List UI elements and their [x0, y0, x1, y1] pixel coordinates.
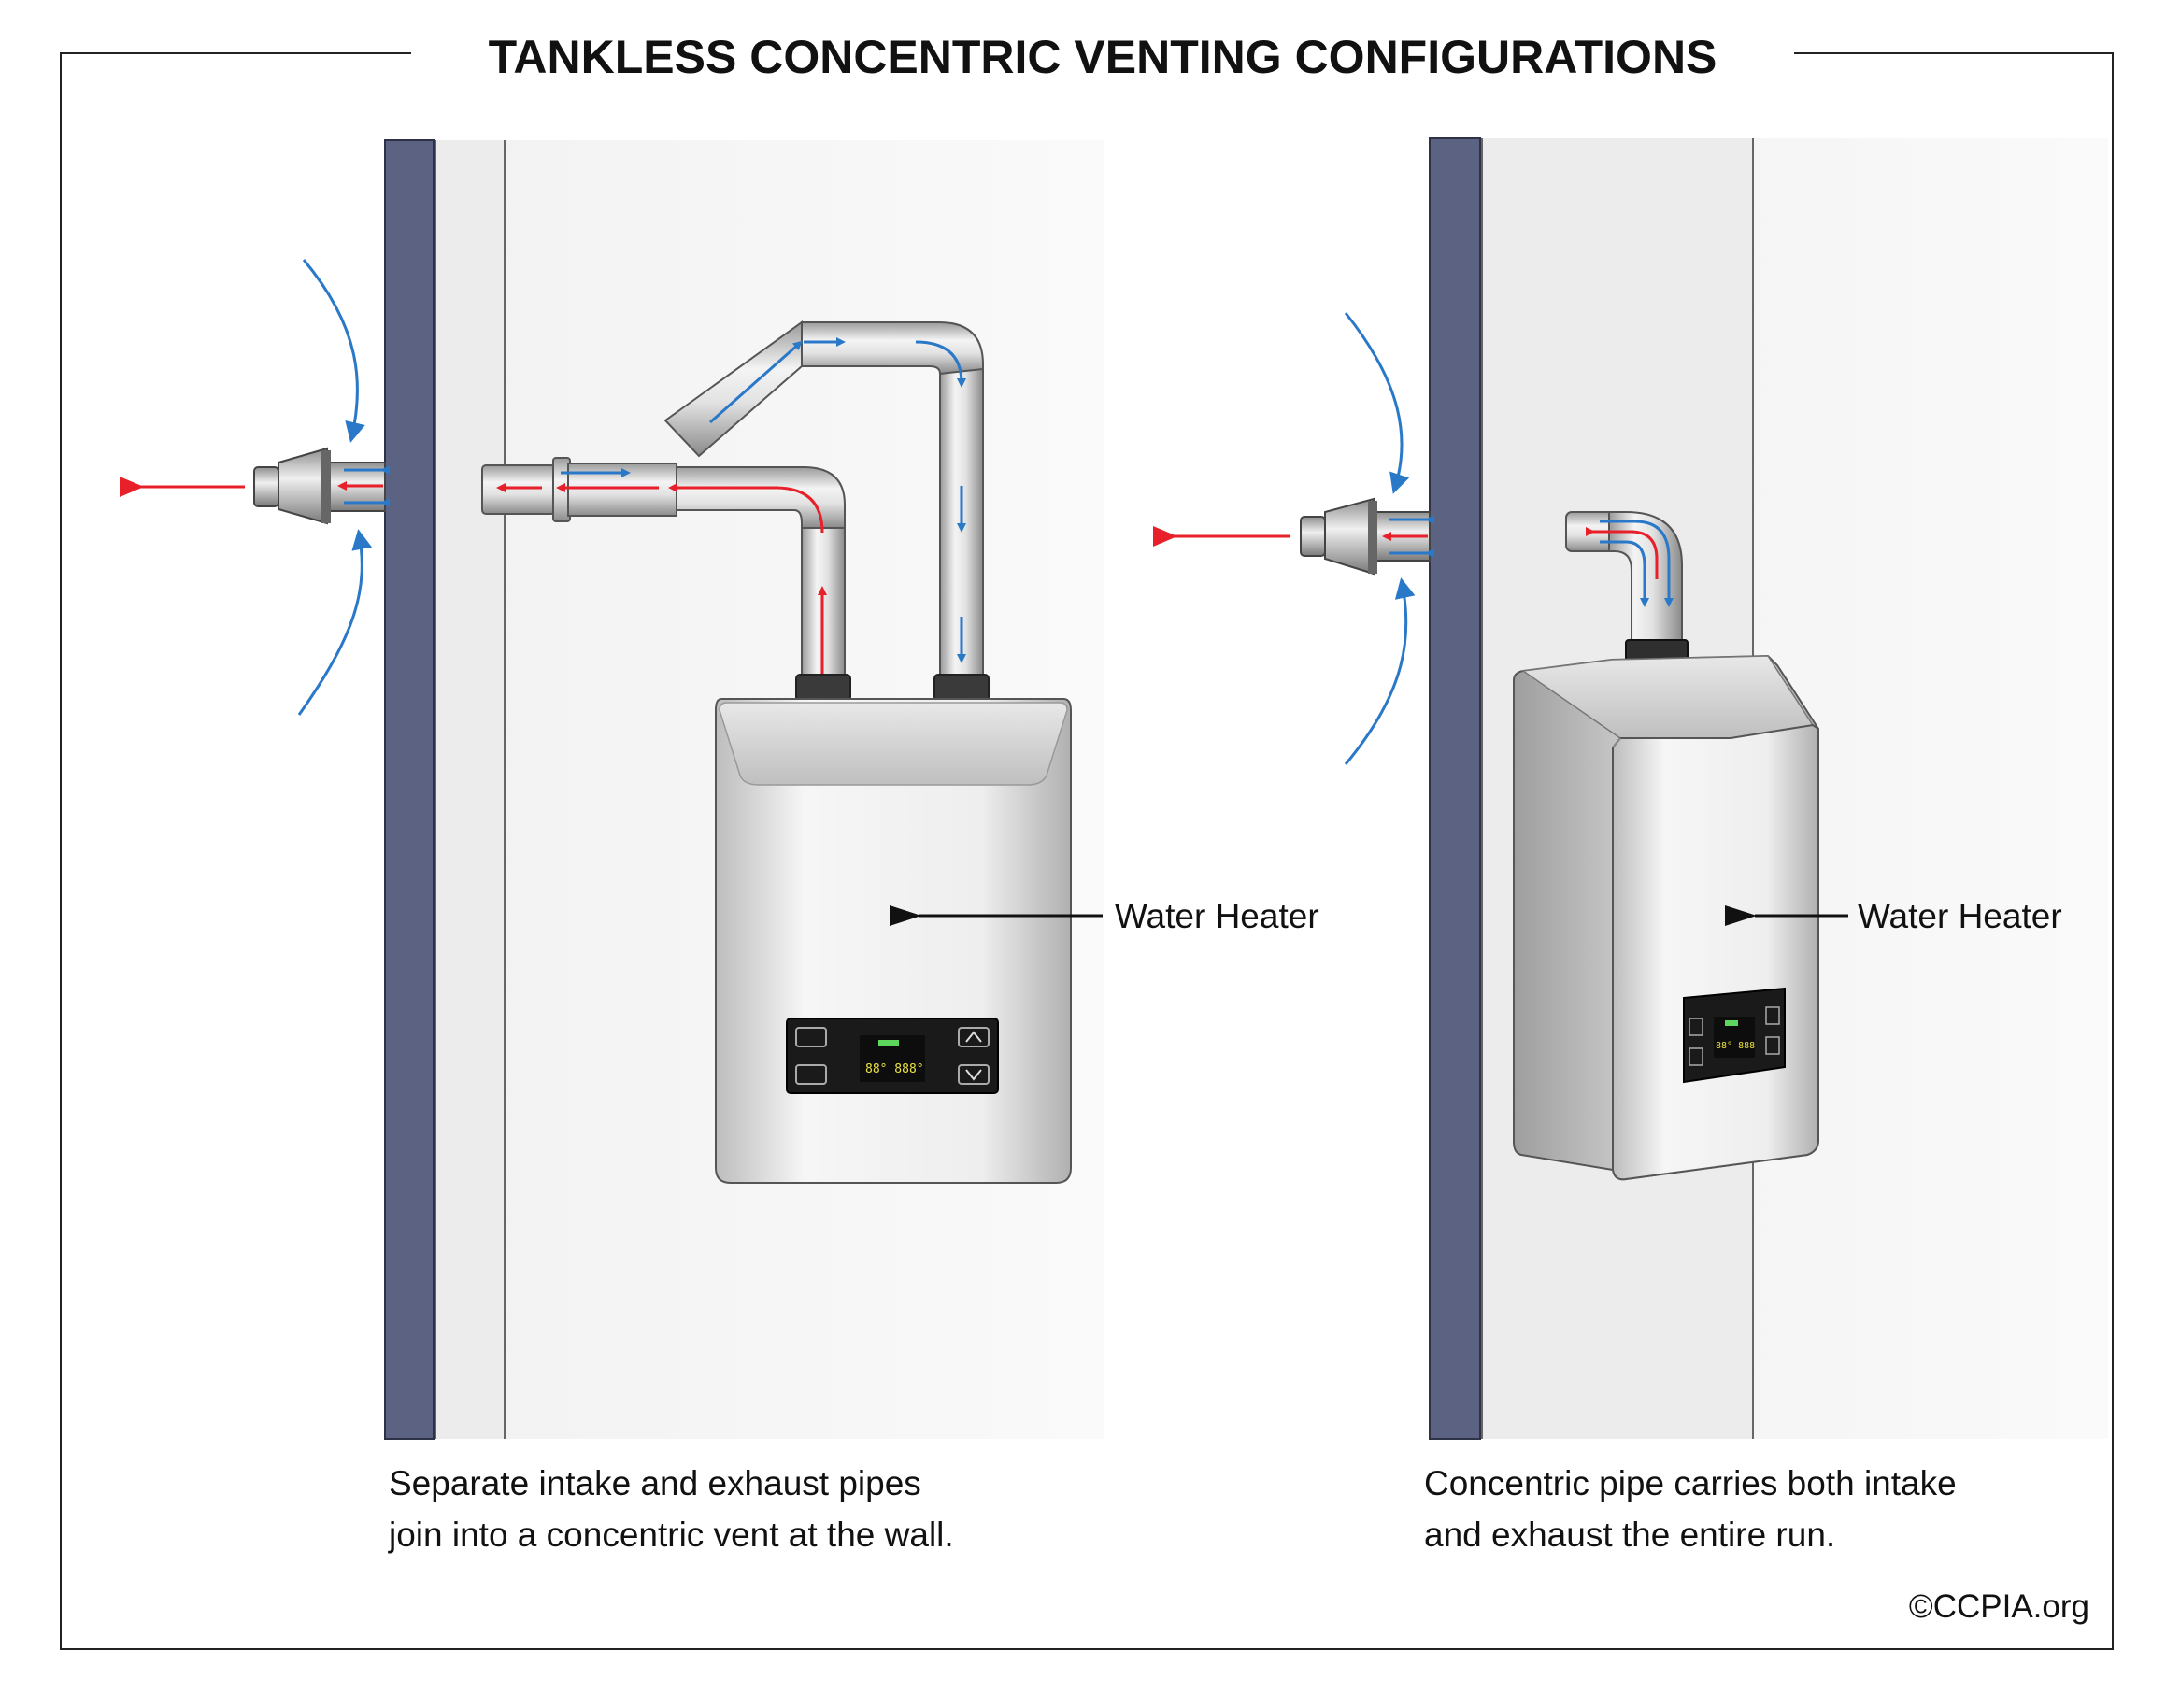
water-heater-right: 88° 888: [1513, 654, 1819, 1181]
water-heater-left: 88° 888°: [715, 698, 1072, 1184]
wall-stud-left: [435, 140, 505, 1439]
power-button-icon: [1689, 1047, 1703, 1066]
caption-right: Concentric pipe carries both intake and …: [1424, 1458, 1957, 1560]
caption-right-line-2: and exhaust the entire run.: [1424, 1516, 1836, 1554]
exhaust-collar-left: [795, 674, 851, 702]
exhaust-flow-arrow: [668, 483, 824, 534]
caption-left: Separate intake and exhaust pipes join i…: [389, 1458, 954, 1560]
intake-air-arrow-bottom: [1344, 577, 1416, 765]
intake-flow-arrow: [709, 340, 803, 424]
power-button-icon: [795, 1064, 827, 1085]
caption-left-line-1: Separate intake and exhaust pipes: [389, 1464, 921, 1502]
clock-button-icon: [1689, 1018, 1703, 1036]
clock-button-icon: [795, 1027, 827, 1047]
intake-air-arrow-bottom: [297, 529, 373, 716]
exhaust-flow-arrow: [1586, 527, 1659, 579]
intake-flow-arrow: [915, 340, 966, 388]
water-heater-label-left: Water Heater: [1115, 897, 1319, 935]
up-button-icon: [1765, 1006, 1780, 1025]
lcd-digits-icon: 88° 888°: [865, 1062, 924, 1076]
diagram-title: TANKLESS CONCENTRIC VENTING CONFIGURATIO…: [488, 31, 1717, 83]
title-container: TANKLESS CONCENTRIC VENTING CONFIGURATIO…: [411, 22, 1794, 92]
y-fitting-left: [481, 457, 677, 522]
caption-left-line-2: join into a concentric vent at the wall.: [389, 1516, 954, 1554]
left-panel: 88° 888° Water Heater: [120, 139, 1319, 1440]
water-heater-label-right: Water Heater: [1858, 897, 2062, 935]
intake-flow-arrow: [1600, 520, 1674, 607]
exterior-wall-left: [384, 139, 435, 1440]
intake-collar-left: [933, 674, 990, 702]
right-panel: 88° 888 Water Heater: [1153, 137, 2108, 1440]
intake-air-arrow-top: [1344, 312, 1410, 494]
intake-air-arrow-top: [302, 259, 365, 443]
up-button-icon: [958, 1027, 990, 1047]
caption-right-line-1: Concentric pipe carries both intake: [1424, 1464, 1957, 1502]
copyright-notice: ©CCPIA.org: [1908, 1588, 2089, 1625]
exterior-wall-right: [1429, 137, 1481, 1440]
lcd-digits-icon: 88° 888: [1716, 1041, 1755, 1051]
down-button-icon: [1765, 1036, 1780, 1055]
intake-flow-arrow: [1600, 540, 1649, 607]
down-button-icon: [958, 1064, 990, 1085]
